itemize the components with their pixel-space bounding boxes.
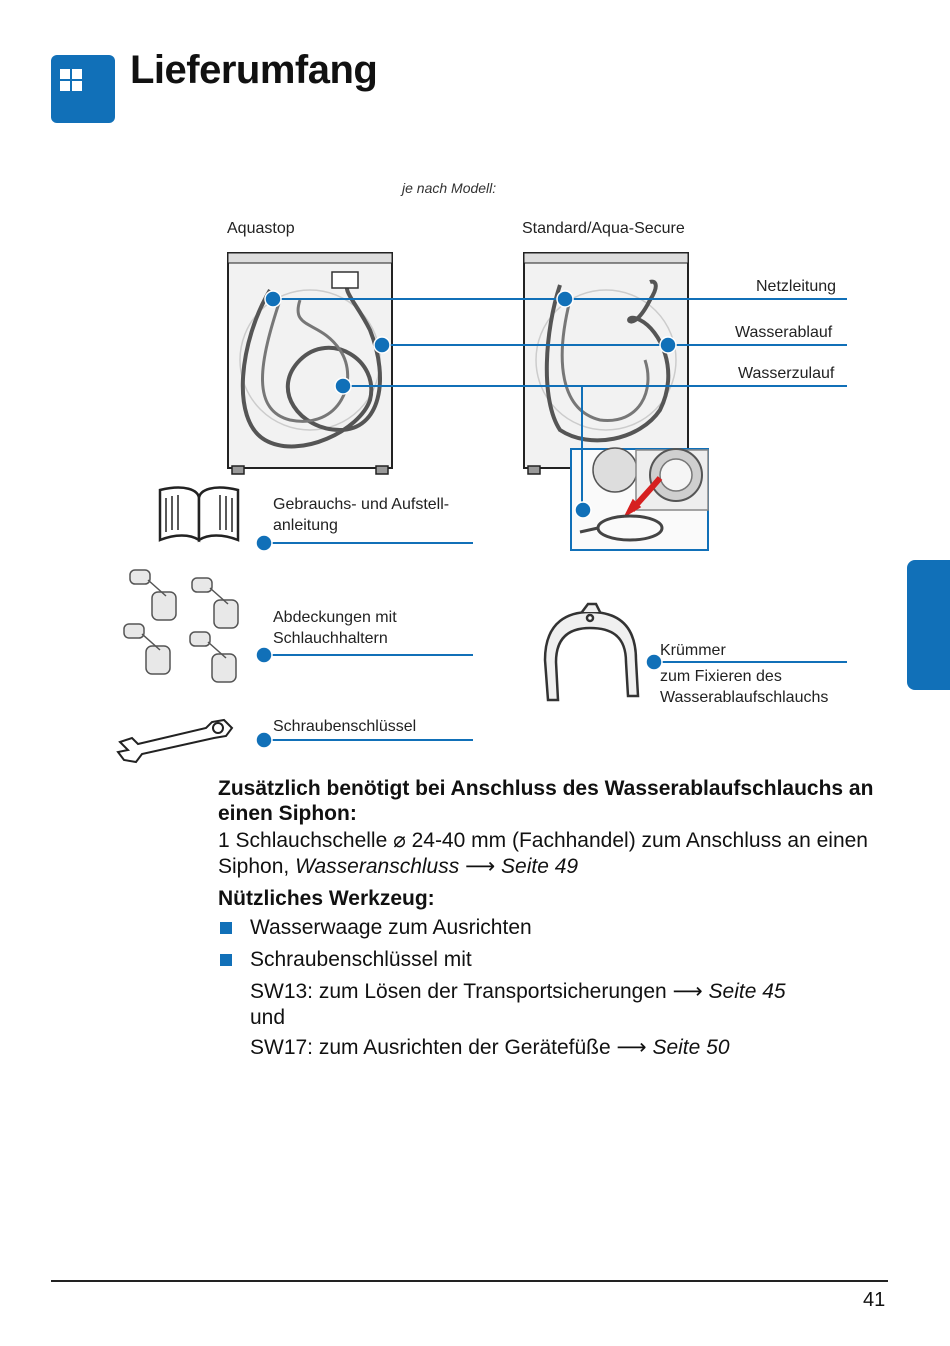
page-ref-50[interactable]: Seite 50 (652, 1036, 730, 1059)
content-section: Zusätzlich benötigt bei Anschluss des Wa… (218, 776, 898, 1065)
callout-dot (334, 377, 352, 395)
figure-note: je nach Modell: (402, 180, 497, 196)
list-item-text: Schraubenschlüssel mit (250, 948, 472, 971)
list-item-text: Wasserwaage zum Ausrichten (250, 916, 532, 939)
hose-holder-covers-image (123, 569, 239, 683)
callout-netzleitung: Netzleitung (756, 278, 837, 295)
callout-anleitung-line1: Gebrauchs- und Aufstell- (273, 496, 450, 513)
section-heading-siphon: Zusätzlich benötigt bei Anschluss des Wa… (218, 777, 874, 825)
callout-schraubenschluessel: Schraubenschlüssel (273, 718, 417, 735)
callout-dot (659, 336, 677, 354)
link-wasseranschluss[interactable]: Wasseranschluss (295, 855, 460, 878)
sw13-line: SW13: zum Lösen der Transportsicherungen… (218, 979, 898, 1031)
list-item: Schraubenschlüssel mit (218, 947, 898, 973)
callout-dot (255, 534, 273, 552)
callout-dot (645, 653, 663, 671)
callout-dot (255, 731, 273, 749)
callout-wasserablauf: Wasserablauf (735, 324, 833, 341)
manual-book-icon (158, 486, 240, 543)
callout-abdeckungen-line2: Schlauchhaltern (273, 630, 388, 647)
sw17-line: SW17: zum Ausrichten der Gerätefüße ⟶ Se… (218, 1035, 898, 1061)
arrow-icon: ⟶ (616, 1036, 647, 1059)
arrow-icon: ⟶ (465, 855, 496, 878)
callout-kruemmer: Krümmer (660, 642, 726, 659)
list-item: Wasserwaage zum Ausrichten (218, 915, 898, 941)
paragraph-schlauchschelle: 1 Schlauchschelle ⌀ 24-40 mm (Fachhandel… (218, 828, 898, 880)
washer-aquastop-image (227, 252, 393, 475)
delivery-contents-illustration (116, 252, 847, 764)
page-ref-45[interactable]: Seite 45 (708, 980, 786, 1003)
washer-standard-image (523, 252, 689, 475)
callout-kruemmer-desc-line1: zum Fixieren des (660, 668, 782, 685)
sw17-text: SW17: zum Ausrichten der Gerätefüße (250, 1036, 617, 1059)
callout-wasserzulauf: Wasserzulauf (738, 365, 835, 382)
variant-aquastop-label: Aquastop (227, 220, 295, 237)
callout-dot (264, 290, 282, 308)
page-title: Lieferumfang (130, 48, 378, 92)
wrench-icon (116, 718, 234, 764)
callout-dot (574, 501, 592, 519)
page-ref-49[interactable]: Seite 49 (501, 855, 579, 878)
grid-icon (51, 55, 115, 123)
sw13-text: SW13: zum Lösen der Transportsicherungen (250, 980, 673, 1003)
callout-kruemmer-desc-line2: Wasserablaufschlauchs (660, 689, 829, 706)
page-number: 41 (863, 1289, 886, 1311)
arrow-icon: ⟶ (672, 980, 703, 1003)
hose-connection-inset-image (570, 447, 709, 551)
footer-divider (51, 1280, 888, 1282)
callout-dot (556, 290, 574, 308)
section-heading-werkzeug: Nützliches Werkzeug: (218, 887, 435, 910)
callout-abdeckungen-line1: Abdeckungen mit (273, 609, 397, 626)
und-text: und (250, 1006, 286, 1029)
variant-standard-label: Standard/Aqua-Secure (522, 220, 685, 237)
callout-dot (373, 336, 391, 354)
chapter-tab (907, 560, 950, 690)
callout-dot (255, 646, 273, 664)
bullet-square-icon (220, 922, 232, 934)
bullet-square-icon (220, 954, 232, 966)
callout-anleitung-line2: anleitung (273, 517, 338, 534)
paragraph-text: 1 Schlauchschelle ⌀ 24-40 mm (Fachhandel… (218, 829, 868, 878)
hose-bend-clamp-image (543, 602, 640, 702)
